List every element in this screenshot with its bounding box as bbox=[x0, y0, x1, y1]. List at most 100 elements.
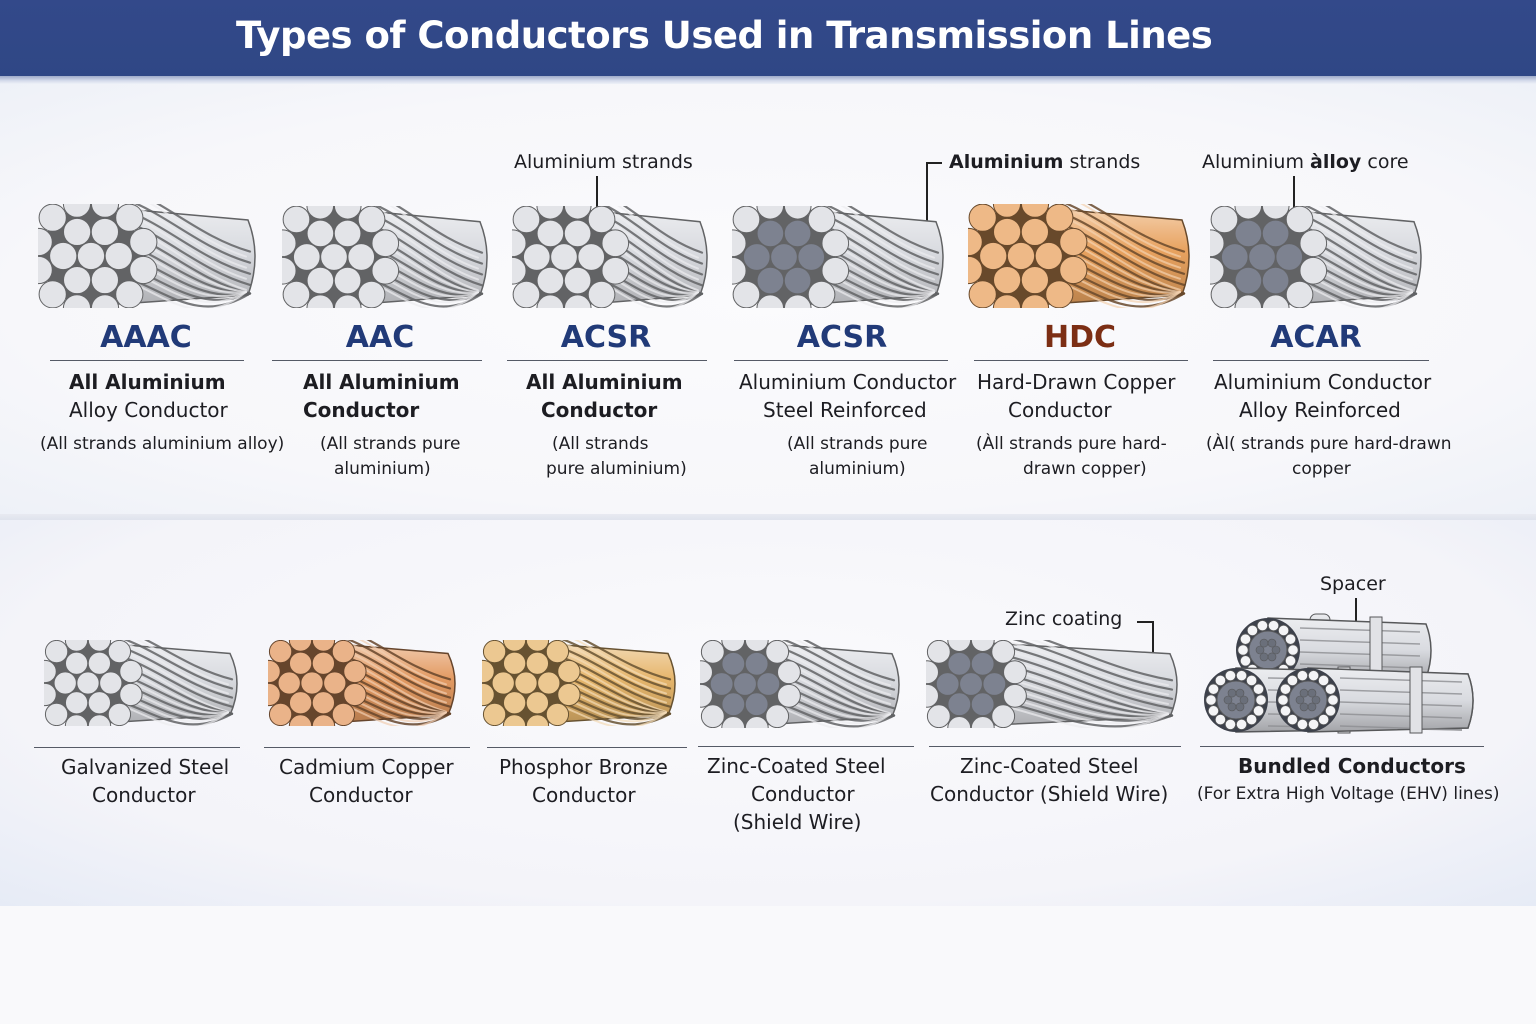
conductor-name-line1: All Aluminium bbox=[303, 370, 460, 394]
steel-core-strand bbox=[733, 672, 757, 696]
outer-strand bbox=[482, 640, 507, 664]
outer-strand bbox=[777, 683, 801, 708]
conductor-name-line1: All Aluminium bbox=[526, 370, 683, 394]
outer-strand bbox=[331, 640, 356, 664]
outer-strand bbox=[343, 682, 367, 707]
conductor-name-line1: Zinc-Coated Steel bbox=[707, 754, 886, 778]
outer-strand bbox=[1045, 204, 1074, 232]
conductor-name-line2: (For Extra High Voltage (EHV) lines) bbox=[1197, 784, 1500, 804]
callout-spacer: Spacer bbox=[1320, 573, 1386, 595]
outer-strand bbox=[1207, 683, 1220, 695]
outer-strand bbox=[1020, 204, 1050, 218]
outer-strand bbox=[1261, 294, 1290, 308]
outer-strand bbox=[87, 640, 112, 652]
callout-aluminium-alloy-core: Aluminium àlloy core bbox=[1202, 151, 1409, 173]
outer-strand bbox=[115, 280, 144, 308]
title-bar: Types of Conductors Used in Transmission… bbox=[0, 0, 1536, 76]
abbr-label: AAC bbox=[345, 320, 415, 355]
outer-strand bbox=[1317, 713, 1330, 726]
outer-strand bbox=[1205, 694, 1217, 706]
steel-core-strand bbox=[1261, 219, 1290, 248]
conductor-name-line1: Aluminium Conductor bbox=[739, 370, 957, 394]
strand-groove bbox=[847, 206, 940, 254]
conductor-name-line2: Conductor bbox=[303, 398, 420, 422]
outer-strand bbox=[306, 266, 335, 295]
outer-strand bbox=[49, 241, 78, 271]
outer-strand bbox=[1210, 280, 1239, 308]
outer-strand bbox=[1256, 620, 1269, 632]
core-strand bbox=[1295, 695, 1305, 705]
outer-strand bbox=[268, 702, 293, 726]
strand-line bbox=[1299, 663, 1421, 669]
outer-strand bbox=[991, 704, 1016, 728]
core-strand bbox=[1227, 702, 1237, 712]
outer-strand bbox=[282, 206, 311, 234]
outer-strand bbox=[292, 243, 321, 271]
outer-strand bbox=[1210, 256, 1225, 285]
outer-strand bbox=[1045, 280, 1074, 308]
outer-strand bbox=[311, 691, 336, 715]
steel-core-strand bbox=[756, 266, 785, 295]
callout-aluminium-strands: Aluminium strands bbox=[514, 151, 693, 173]
outer-strand bbox=[537, 671, 561, 695]
cable-illustration-bundled bbox=[1204, 613, 1474, 734]
conductor-description-line1: (All strands pure bbox=[320, 434, 461, 454]
outer-strand bbox=[44, 702, 69, 726]
outer-strand bbox=[38, 255, 53, 285]
strand-highlight bbox=[1318, 206, 1413, 259]
strand-highlight bbox=[135, 640, 229, 686]
outer-strand bbox=[1059, 255, 1088, 285]
outer-strand bbox=[64, 691, 89, 715]
outer-strand bbox=[926, 683, 939, 708]
outer-strand bbox=[807, 280, 836, 308]
callout-leader-elbow bbox=[926, 162, 942, 164]
outer-strand bbox=[1285, 206, 1314, 234]
outer-strand bbox=[1324, 683, 1337, 695]
outer-strand bbox=[343, 659, 367, 684]
outer-strand bbox=[1255, 694, 1267, 706]
steel-core-strand bbox=[783, 266, 812, 295]
callout-leader-elbow bbox=[1137, 621, 1152, 623]
cable-illustration-aaac bbox=[38, 204, 256, 308]
outer-strand bbox=[557, 682, 581, 707]
strand-groove bbox=[995, 652, 1174, 710]
strand-highlight bbox=[794, 640, 891, 687]
outer-strand bbox=[107, 640, 132, 664]
steel-core-strand bbox=[709, 672, 734, 696]
strand-groove bbox=[375, 206, 484, 265]
outer-strand bbox=[1237, 644, 1249, 656]
outer-strand bbox=[744, 716, 769, 728]
outer-strand bbox=[282, 229, 297, 258]
outer-strand bbox=[525, 640, 550, 652]
cable-illustration-hdc bbox=[968, 204, 1190, 308]
outer-strand bbox=[76, 671, 100, 695]
conductor-name-line2: Conductor bbox=[92, 783, 196, 807]
conductor-name-line1: All Aluminium bbox=[69, 370, 226, 394]
steel-core-strand bbox=[721, 692, 746, 717]
outer-strand bbox=[357, 280, 386, 308]
outer-strand bbox=[1245, 713, 1258, 726]
outer-strand bbox=[268, 682, 281, 707]
conductor-name-line2: Conductor bbox=[751, 782, 855, 806]
outer-strand bbox=[1235, 718, 1248, 730]
outer-strand bbox=[587, 206, 616, 234]
outer-strand bbox=[947, 716, 972, 728]
outer-strand bbox=[115, 204, 144, 232]
outer-strand bbox=[700, 640, 725, 664]
conductor-name-line1: Galvanized Steel bbox=[61, 755, 230, 779]
outer-strand bbox=[1327, 694, 1339, 706]
callout-bold-part: àlloy bbox=[1310, 151, 1362, 173]
outer-strand bbox=[1239, 633, 1252, 645]
conductor-description-line1: (All strands bbox=[552, 434, 649, 454]
strand-line bbox=[1299, 639, 1421, 645]
divider-rule bbox=[264, 747, 470, 748]
outer-strand bbox=[744, 640, 769, 652]
conductor-description-line2: pure aluminium) bbox=[546, 459, 687, 479]
divider-rule bbox=[507, 360, 707, 361]
outer-strand bbox=[577, 243, 606, 271]
strand-line bbox=[1339, 701, 1463, 707]
outer-strand bbox=[38, 227, 53, 257]
outer-strand bbox=[765, 704, 790, 728]
conductor-name-line1: Phosphor Bronze bbox=[499, 755, 668, 779]
conductor-description-line1: (Àl( strands pure hard-drawn bbox=[1206, 434, 1452, 454]
